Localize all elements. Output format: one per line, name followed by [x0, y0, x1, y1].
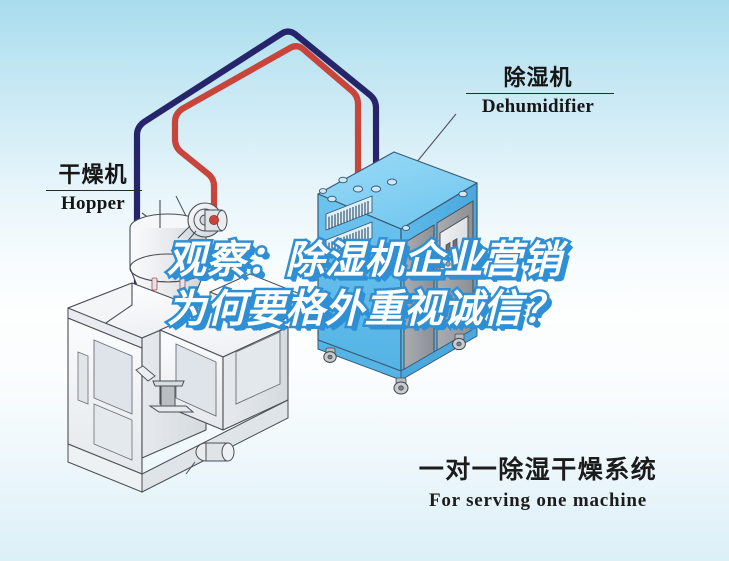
system-caption-en: For serving one machine — [428, 490, 648, 511]
dehumidifier-unit — [317, 151, 478, 395]
vent-louvres — [325, 195, 373, 257]
pipe-sockets — [318, 176, 468, 231]
callout-hopper: 干燥机 Hopper — [44, 163, 142, 215]
barrel-nozzle — [185, 442, 235, 475]
blower-assembly — [177, 202, 228, 244]
callout-hopper-en: Hopper — [60, 193, 126, 214]
callout-dehumidifier: 除湿机 Dehumidifier — [462, 66, 614, 118]
return-pipe — [171, 43, 362, 224]
system-caption: 一对一除湿干燥系统 For serving one machine — [393, 455, 683, 513]
control-panel — [439, 215, 469, 277]
supply-pipe — [133, 28, 380, 290]
callout-dehumidifier-rule — [466, 93, 614, 94]
casters — [323, 333, 466, 395]
callout-hopper-rule — [46, 190, 142, 191]
callout-dehumidifier-en: Dehumidifier — [481, 96, 595, 117]
callout-hopper-cn: 干燥机 — [58, 163, 128, 188]
system-caption-cn: 一对一除湿干燥系统 — [418, 455, 658, 484]
injection-molding-machine — [67, 273, 301, 493]
callout-dehumidifier-cn: 除湿机 — [503, 66, 573, 91]
feed-throat — [135, 365, 195, 413]
